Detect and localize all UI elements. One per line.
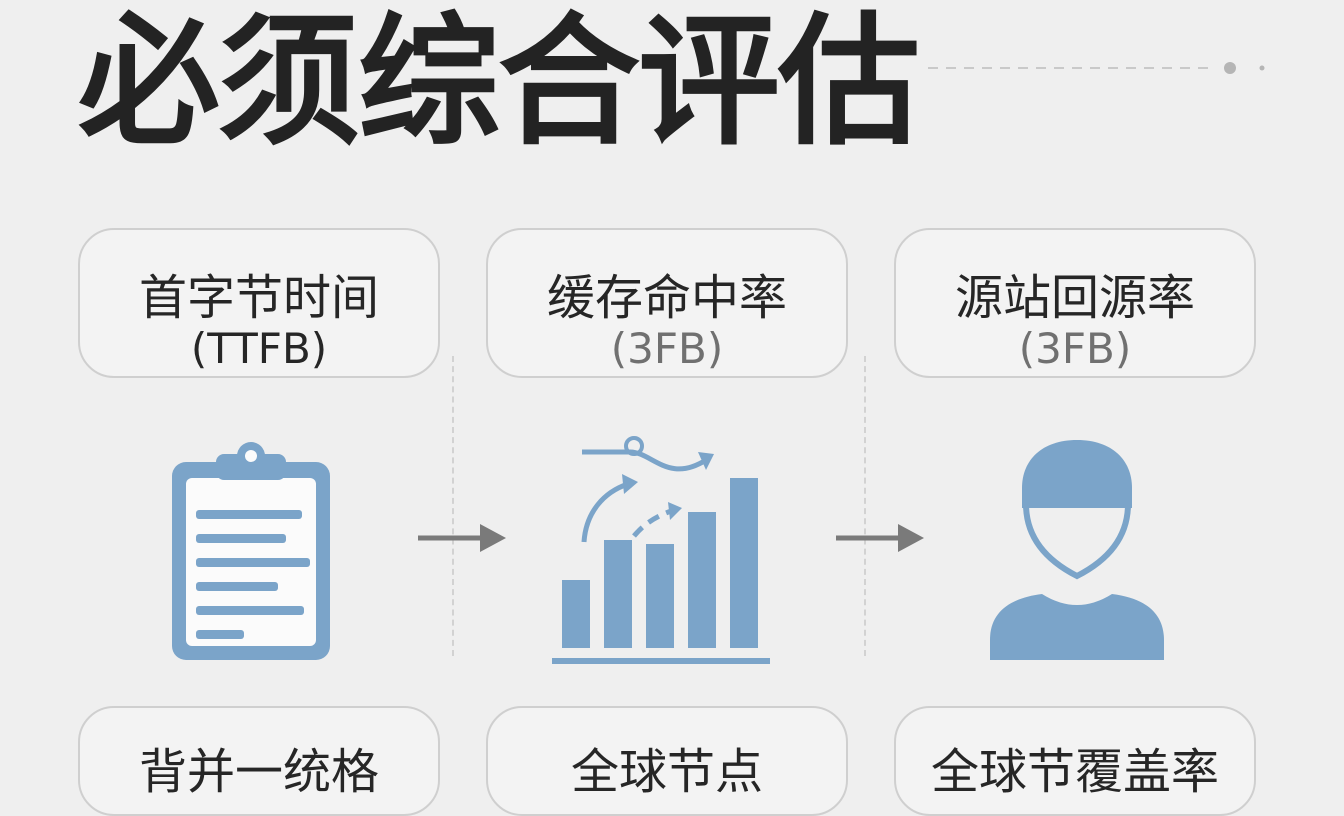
- arrow-right-icon: [418, 524, 506, 552]
- metric-abbr: (3FB): [610, 324, 724, 373]
- bar-chart-icon: [552, 436, 770, 664]
- bottom-card-text: 背并一统格: [138, 744, 379, 800]
- bottom-card-2: 全球节点: [486, 706, 848, 816]
- page-title: 必须综合评估: [78, 0, 920, 165]
- clipboard-icon: [172, 442, 330, 660]
- title-decoration: [928, 62, 1265, 74]
- metric-name: 源站回源率: [954, 270, 1195, 326]
- metric-abbr: (TTFB): [190, 324, 328, 373]
- metric-name: 缓存命中率: [546, 270, 787, 326]
- separator-line: [864, 356, 866, 656]
- person-icon: [990, 440, 1164, 660]
- metric-abbr: (3FB): [1018, 324, 1132, 373]
- metric-card-origin-rate: 源站回源率 (3FB): [894, 228, 1256, 378]
- metric-name: 首字节时间: [138, 270, 379, 326]
- bottom-card-3: 全球节覆盖率: [894, 706, 1256, 816]
- bottom-card-1: 背并一统格: [78, 706, 440, 816]
- bottom-card-text: 全球节点: [570, 744, 763, 800]
- metric-card-ttfb: 首字节时间 (TTFB): [78, 228, 440, 378]
- separator-line: [452, 356, 454, 656]
- metric-card-cache-hit: 缓存命中率 (3FB): [486, 228, 848, 378]
- bottom-card-text: 全球节覆盖率: [930, 744, 1219, 800]
- arrow-right-icon: [836, 524, 924, 552]
